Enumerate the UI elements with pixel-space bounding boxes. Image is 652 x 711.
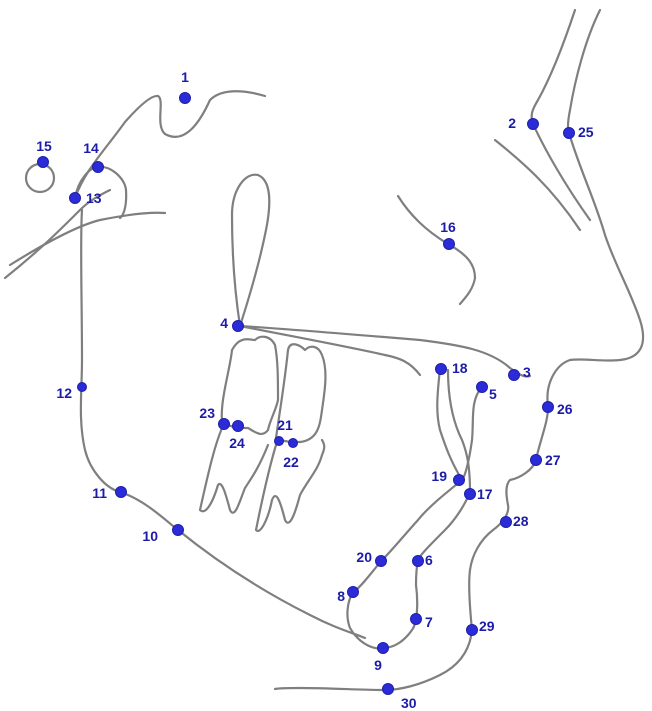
landmark-dot-28 — [501, 517, 512, 528]
nasal-bone-outer — [532, 10, 575, 124]
landmark-18: 18 — [436, 360, 468, 376]
landmark-2: 2 — [508, 115, 538, 131]
landmark-15: 15 — [36, 138, 52, 168]
landmark-dot-3 — [509, 370, 520, 381]
landmark-label-29: 29 — [479, 618, 495, 634]
landmark-label-18: 18 — [452, 360, 468, 376]
landmark-dot-29 — [467, 625, 478, 636]
landmark-dot-18 — [436, 364, 447, 375]
lower-incisor-inner — [418, 492, 470, 560]
lower-incisor — [381, 480, 462, 561]
landmark-dot-24 — [233, 421, 244, 432]
landmark-label-9: 9 — [374, 657, 382, 673]
landmark-dot-19 — [454, 475, 465, 486]
landmark-label-14: 14 — [83, 140, 99, 156]
landmark-22: 22 — [283, 439, 299, 471]
landmark-8: 8 — [337, 587, 358, 605]
landmark-4: 4 — [220, 315, 243, 332]
landmark-label-6: 6 — [425, 552, 433, 568]
landmark-label-11: 11 — [92, 485, 107, 501]
skull-outline — [5, 10, 643, 690]
landmark-27: 27 — [531, 452, 561, 468]
landmark-label-12: 12 — [56, 385, 72, 401]
landmark-label-19: 19 — [431, 468, 447, 484]
landmark-label-30: 30 — [401, 695, 417, 711]
landmark-label-3: 3 — [523, 364, 531, 380]
landmark-dot-7 — [411, 614, 422, 625]
landmark-dot-2 — [528, 119, 539, 130]
landmark-label-21: 21 — [277, 417, 293, 433]
landmark-5: 5 — [477, 382, 498, 403]
nasal-bone-inner — [568, 10, 600, 133]
landmark-dot-22 — [289, 439, 298, 448]
landmark-16: 16 — [440, 219, 456, 250]
landmark-layer: 1234567891011121314151617181920212223242… — [36, 69, 594, 711]
landmark-label-22: 22 — [283, 454, 299, 470]
landmark-label-13: 13 — [86, 190, 102, 206]
landmark-13: 13 — [70, 190, 102, 206]
landmark-dot-13 — [70, 193, 81, 204]
landmark-dot-16 — [444, 239, 455, 250]
upper-molar-1 — [222, 337, 278, 434]
landmark-10: 10 — [142, 525, 183, 545]
landmark-label-7: 7 — [425, 614, 433, 630]
landmark-dot-15 — [38, 157, 49, 168]
landmark-label-5: 5 — [489, 386, 497, 402]
landmark-label-1: 1 — [181, 69, 189, 85]
landmark-14: 14 — [83, 140, 103, 173]
sella-contour — [75, 91, 265, 198]
landmark-dot-17 — [465, 489, 476, 500]
landmark-dot-9 — [378, 643, 389, 654]
landmark-dot-5 — [477, 382, 488, 393]
landmark-3: 3 — [509, 364, 532, 381]
pterygomaxillary-fissure — [232, 175, 269, 326]
landmark-19: 19 — [431, 468, 464, 486]
landmark-dot-20 — [376, 556, 387, 567]
landmark-dot-1 — [180, 93, 191, 104]
landmark-24: 24 — [229, 421, 245, 452]
upper-incisor — [437, 368, 482, 480]
orbit-contour — [398, 196, 475, 304]
landmark-label-10: 10 — [142, 528, 158, 544]
landmark-label-28: 28 — [513, 513, 529, 529]
landmark-label-15: 15 — [36, 138, 52, 154]
landmark-dot-4 — [233, 321, 244, 332]
landmark-label-4: 4 — [220, 315, 228, 331]
landmark-30: 30 — [383, 684, 417, 711]
landmark-23: 23 — [199, 405, 229, 430]
landmark-dot-8 — [348, 587, 359, 598]
landmark-dot-21 — [275, 437, 284, 446]
landmark-label-23: 23 — [199, 405, 215, 421]
landmark-label-24: 24 — [229, 435, 245, 451]
ear-rod-ring — [26, 164, 54, 192]
landmark-dot-26 — [543, 402, 554, 413]
landmark-label-2: 2 — [508, 115, 516, 131]
landmark-dot-25 — [564, 128, 575, 139]
landmark-label-26: 26 — [557, 401, 573, 417]
landmark-dot-27 — [531, 455, 542, 466]
landmark-dot-30 — [383, 684, 394, 695]
cranial-base-line-lower — [10, 213, 165, 265]
landmark-17: 17 — [465, 486, 493, 502]
landmark-label-27: 27 — [545, 452, 561, 468]
landmark-label-16: 16 — [440, 219, 456, 235]
landmark-dot-23 — [219, 419, 230, 430]
landmark-dot-14 — [93, 162, 104, 173]
landmark-9: 9 — [374, 643, 388, 674]
landmark-label-20: 20 — [356, 549, 372, 565]
landmark-1: 1 — [180, 69, 191, 104]
landmark-dot-12 — [78, 383, 87, 392]
landmark-dot-6 — [413, 556, 424, 567]
landmark-label-8: 8 — [337, 588, 345, 604]
landmark-label-17: 17 — [477, 486, 493, 502]
landmark-dot-11 — [116, 487, 127, 498]
landmark-dot-10 — [173, 525, 184, 536]
landmark-20: 20 — [356, 549, 386, 567]
landmark-label-25: 25 — [578, 124, 594, 140]
landmark-28: 28 — [501, 513, 529, 529]
